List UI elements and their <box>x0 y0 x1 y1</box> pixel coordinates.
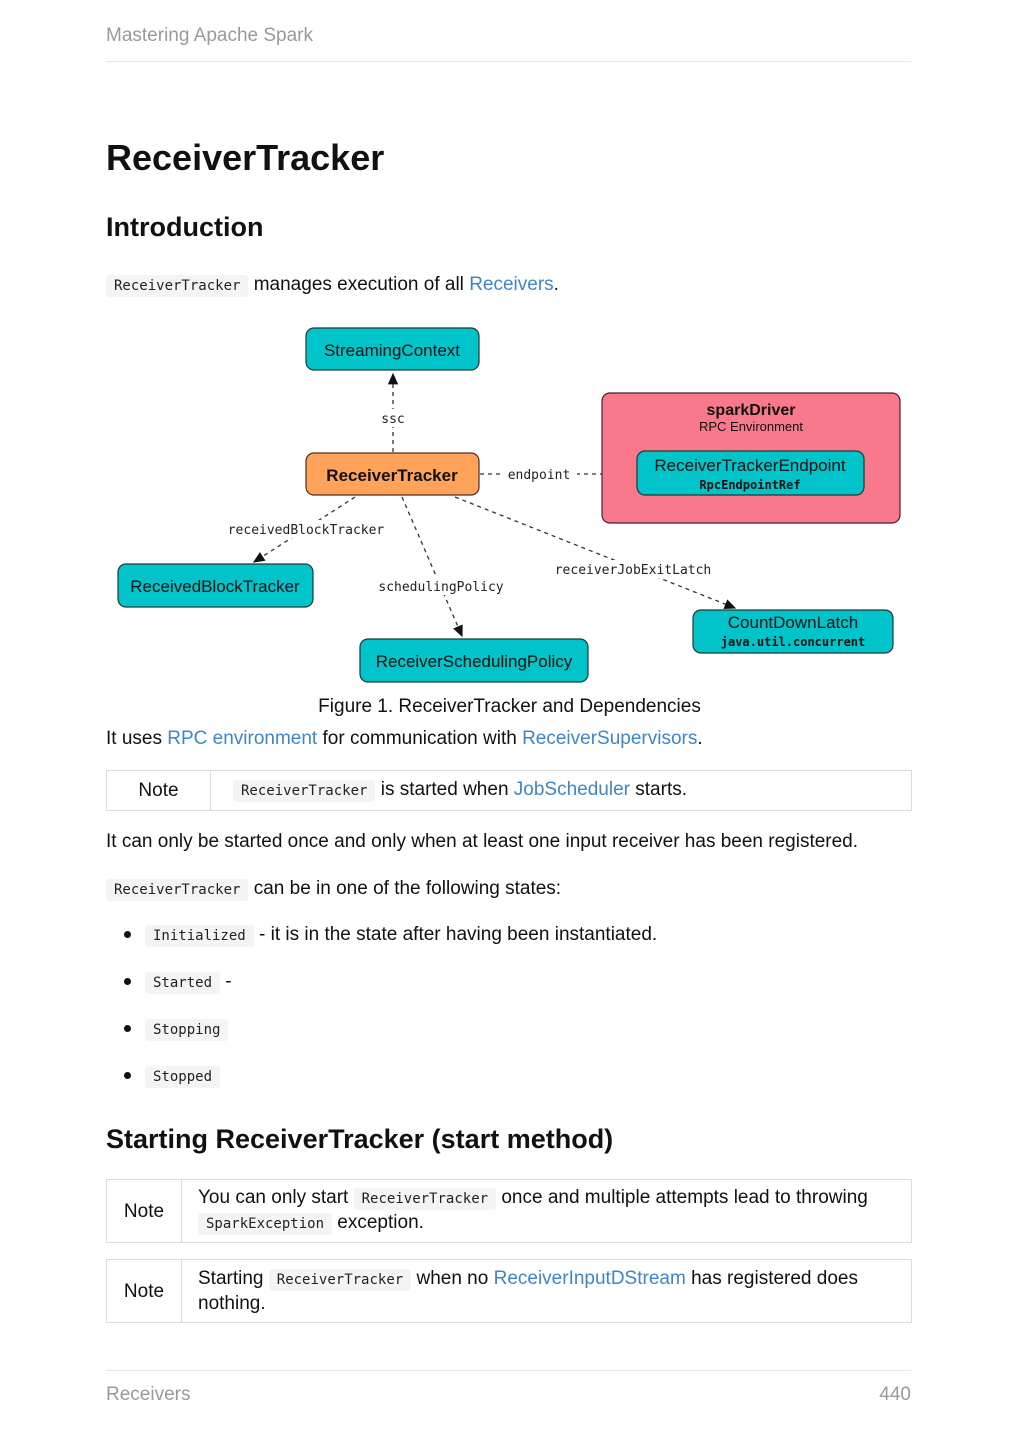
edge-label-received-block-tracker: receivedBlockTracker <box>228 523 385 538</box>
note-label: Note <box>107 771 211 810</box>
note-text-mid: once and multiple attempts lead to throw… <box>501 1187 868 1208</box>
node-receiver-scheduling-policy: ReceiverSchedulingPolicy <box>359 638 589 683</box>
rpc-environment-link[interactable]: RPC environment <box>167 728 318 749</box>
note-text-end: starts. <box>635 779 688 800</box>
rpc-period: . <box>697 728 703 749</box>
edge-label-receiver-job-exit-latch: receiverJobExitLatch <box>555 563 712 578</box>
note-label: Note <box>107 1180 182 1242</box>
note-text-line2: nothing. <box>198 1293 266 1314</box>
list-item: Stopped <box>106 1061 657 1108</box>
intro-text: manages execution of all <box>253 274 464 295</box>
spark-driver-title: sparkDriver <box>707 402 796 419</box>
footer-section-name: Receivers <box>106 1384 191 1405</box>
state-description: - <box>225 971 232 992</box>
state-code: Initialized <box>145 925 254 947</box>
receiver-tracker-dependency-diagram: ssc endpoint receivedBlockTracker schedu… <box>117 327 901 683</box>
endpoint-title: ReceiverTrackerEndpoint <box>654 456 845 475</box>
inline-code: ReceiverTracker <box>268 1269 412 1291</box>
node-spark-driver: sparkDriver RPC Environment ReceiverTrac… <box>601 392 901 524</box>
list-item: Stopping <box>106 1014 657 1061</box>
note-body: You can only start ReceiverTracker once … <box>182 1180 884 1242</box>
note-box-3: Note Starting ReceiverTracker when no Re… <box>106 1259 912 1323</box>
rpc-text-start: It uses <box>106 728 162 749</box>
inline-code: ReceiverTracker <box>106 879 249 901</box>
page-header: Mastering Apache Spark <box>106 25 911 62</box>
edge-label-scheduling-policy: schedulingPolicy <box>378 580 503 595</box>
note-text-mid: when no <box>416 1268 489 1289</box>
note-text-end: has registered does <box>691 1268 858 1289</box>
edge-label-ssc: ssc <box>381 412 404 427</box>
note-text: is started when <box>380 779 509 800</box>
node-label: StreamingContext <box>324 341 460 360</box>
intro-paragraph: ReceiverTracker manages execution of all… <box>106 273 559 298</box>
rpc-text-mid: for communication with <box>322 728 517 749</box>
list-item: Initialized - it is in the state after h… <box>106 920 657 967</box>
countdown-title: CountDownLatch <box>728 613 858 632</box>
node-receiver-tracker: ReceiverTracker <box>305 452 480 496</box>
node-countdown-latch: CountDownLatch java.util.concurrent <box>692 609 894 654</box>
note-text: You can only start <box>198 1187 349 1208</box>
receiver-supervisors-link[interactable]: ReceiverSupervisors <box>522 728 698 749</box>
state-code: Started <box>145 972 221 994</box>
node-label: ReceiverTracker <box>326 466 458 485</box>
note-text-end: exception. <box>337 1212 424 1233</box>
node-received-block-tracker: ReceivedBlockTracker <box>117 563 314 608</box>
edge-label-endpoint: endpoint <box>508 468 571 483</box>
page-title: ReceiverTracker <box>106 137 385 178</box>
inline-code: ReceiverTracker <box>353 1188 497 1210</box>
note-label: Note <box>107 1260 182 1322</box>
node-label: ReceiverSchedulingPolicy <box>376 652 573 671</box>
book-title: Mastering Apache Spark <box>106 25 314 46</box>
note-box-2: Note You can only start ReceiverTracker … <box>106 1179 912 1243</box>
spark-driver-subtitle: RPC Environment <box>699 419 803 434</box>
rpc-paragraph: It uses RPC environment for communicatio… <box>106 727 703 751</box>
states-list: Initialized - it is in the state after h… <box>106 920 657 1108</box>
page-number: 440 <box>879 1384 911 1405</box>
page-footer: Receivers 440 <box>106 1370 911 1411</box>
edge-scheduling-policy <box>401 496 463 638</box>
note-body: ReceiverTracker is started when JobSched… <box>211 771 703 810</box>
section-heading-introduction: Introduction <box>106 212 264 242</box>
intro-period: . <box>553 274 559 295</box>
section-heading-starting: Starting ReceiverTracker (start method) <box>106 1124 614 1154</box>
inline-code: ReceiverTracker <box>106 275 249 297</box>
countdown-subtitle: java.util.concurrent <box>721 635 866 649</box>
note-body: Starting ReceiverTracker when no Receive… <box>182 1260 874 1322</box>
job-scheduler-link[interactable]: JobScheduler <box>513 779 630 800</box>
figure-caption: Figure 1. ReceiverTracker and Dependenci… <box>318 696 701 717</box>
node-receiver-tracker-endpoint: ReceiverTrackerEndpoint RpcEndpointRef <box>636 450 865 496</box>
endpoint-subtitle: RpcEndpointRef <box>699 478 800 492</box>
receivers-link[interactable]: Receivers <box>469 274 554 295</box>
inline-code: ReceiverTracker <box>233 780 376 802</box>
started-once-paragraph: It can only be started once and only whe… <box>106 831 859 852</box>
inline-code: SparkException <box>198 1213 333 1235</box>
node-streaming-context: StreamingContext <box>305 327 480 371</box>
node-label: ReceivedBlockTracker <box>130 577 300 596</box>
list-item: Started - <box>106 967 657 1014</box>
state-code: Stopping <box>145 1019 229 1041</box>
note-box-1: Note ReceiverTracker is started when Job… <box>106 770 912 811</box>
receiver-input-dstream-link[interactable]: ReceiverInputDStream <box>493 1268 686 1289</box>
state-description: - it is in the state after having been i… <box>259 924 658 945</box>
states-intro-text: can be in one of the following states: <box>253 878 562 899</box>
edge-receiver-job-exit-latch <box>454 496 737 610</box>
note-text: Starting <box>198 1268 264 1289</box>
state-code: Stopped <box>145 1066 221 1088</box>
states-intro-paragraph: ReceiverTracker can be in one of the fol… <box>106 877 561 902</box>
